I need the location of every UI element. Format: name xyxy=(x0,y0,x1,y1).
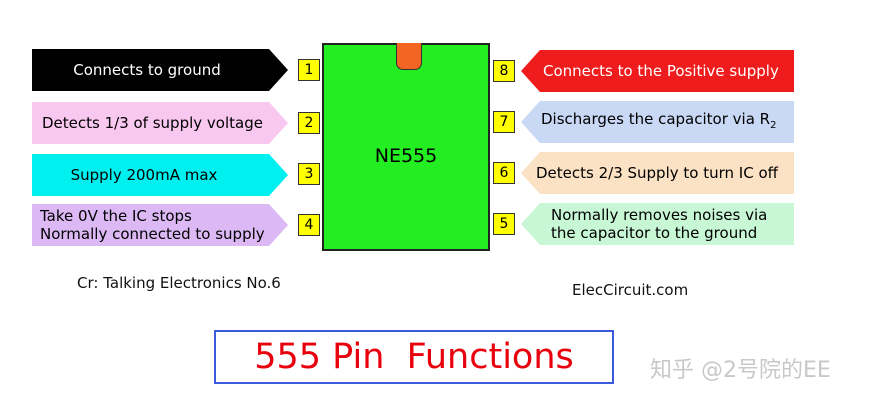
pin-5-number: 5 xyxy=(493,213,515,235)
source-credit: Cr: Talking Electronics No.6 xyxy=(77,274,281,292)
pin-4-label: Take 0V the IC stops Normally connected … xyxy=(32,204,288,246)
pin-5-text-line2: the capacitor to the ground xyxy=(551,224,758,242)
pin-3-label: Supply 200mA max xyxy=(32,154,288,196)
pin-8-text: Connects to the Positive supply xyxy=(543,62,779,80)
ne555-chip: NE555 xyxy=(322,43,490,251)
pin-4-text-line2: Normally connected to supply xyxy=(40,225,265,243)
pin-8-label: Connects to the Positive supply xyxy=(521,50,794,92)
pin-2-label: Detects 1/3 of supply voltage xyxy=(32,102,288,144)
pin-6-number: 6 xyxy=(493,162,515,184)
pin-6-text: Detects 2/3 Supply to turn IC off xyxy=(536,164,778,182)
site-credit: ElecCircuit.com xyxy=(572,281,689,299)
pin-8-number: 8 xyxy=(493,60,515,82)
pin-6-label: Detects 2/3 Supply to turn IC off xyxy=(521,152,794,194)
pin-7-subscript: 2 xyxy=(770,119,777,131)
pin-5-label: Normally removes noises via the capacito… xyxy=(521,203,794,245)
chip-notch xyxy=(396,43,422,70)
pin-7-label: Discharges the capacitor via R2 xyxy=(521,101,794,143)
pin-1-text: Connects to ground xyxy=(73,61,221,79)
diagram-title: 555 Pin Functions xyxy=(214,330,614,384)
chip-name: NE555 xyxy=(374,145,438,167)
pin-1-label: Connects to ground xyxy=(32,49,288,91)
pin-4-number: 4 xyxy=(298,214,320,236)
pin-4-text-line1: Take 0V the IC stops xyxy=(40,207,192,225)
pin-7-text: Discharges the capacitor via R2 xyxy=(541,109,777,131)
pin-3-text: Supply 200mA max xyxy=(70,166,218,184)
watermark: 知乎 @2号院的EE xyxy=(650,358,831,383)
pin-3-number: 3 xyxy=(298,163,320,185)
pin-2-number: 2 xyxy=(298,112,320,134)
pin-5-text-line1: Normally removes noises via xyxy=(551,206,768,224)
pin-7-number: 7 xyxy=(493,111,515,133)
pin-1-number: 1 xyxy=(298,59,320,81)
pin-2-text: Detects 1/3 of supply voltage xyxy=(42,114,263,132)
